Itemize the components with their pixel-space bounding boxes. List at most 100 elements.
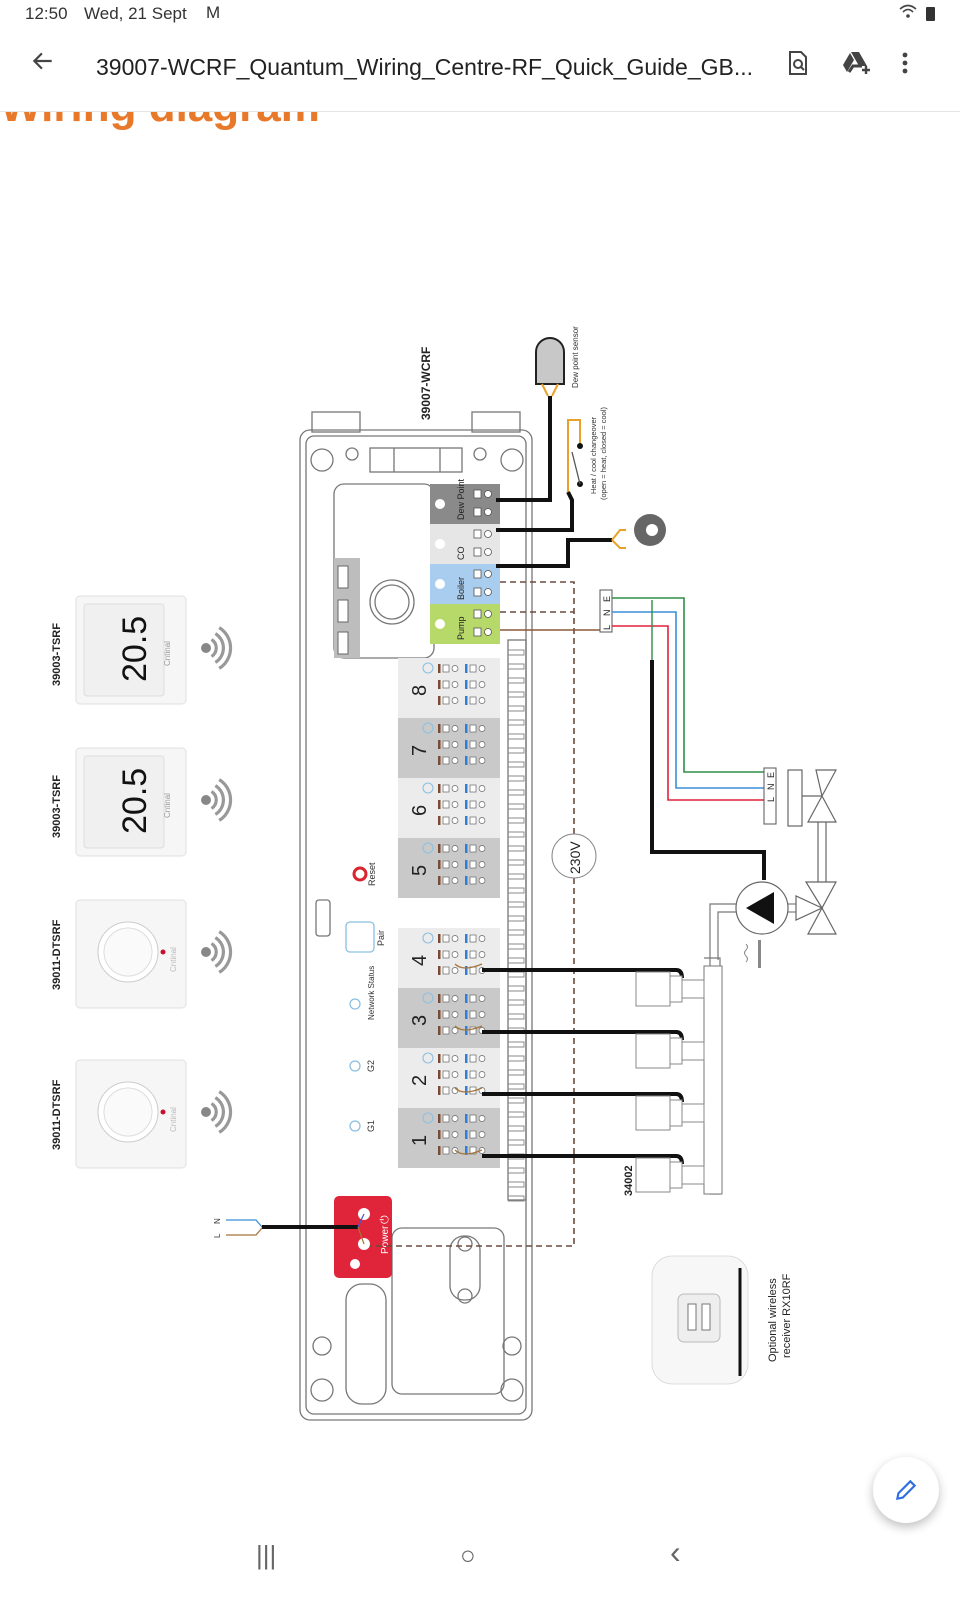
rail-tooth [508,803,525,810]
pair-button[interactable] [345,921,375,953]
aux-terminal-dew-point: Dew Point [430,478,500,524]
zone-number: 5 [409,865,431,876]
thermostat-model-label: 39011-DTSRF [51,919,63,990]
rail-tooth [508,985,525,992]
network-status-led [349,998,361,1010]
lne-connector-top [599,589,613,633]
changeover-label: Heat / cool changeover [589,416,598,494]
lne-l-label: L [602,625,612,630]
pump-symbol [735,881,796,968]
rail-tooth [508,775,525,782]
thermostat-model-label: 39003-TSRF [51,623,63,686]
fuse-holders [334,558,360,658]
dew-point-sensor-label: Dew point sensor [571,326,580,388]
voltage-badge [551,833,597,879]
rail-tooth [508,831,525,838]
back-button[interactable] [30,48,56,81]
rail-tooth [508,943,525,950]
pencil-icon [895,1479,917,1501]
valve-l-label: L [766,797,776,802]
rail-tooth [508,1167,525,1174]
nav-back-button[interactable]: ‹ [670,1534,681,1571]
rail-tooth [508,733,525,740]
home-button[interactable]: ○ [460,1540,476,1571]
rail-tooth [508,957,525,964]
rail-tooth [508,901,525,908]
document-title: 39007-WCRF_Quantum_Wiring_Centre-RF_Quic… [96,54,754,80]
system-nav-bar: ||| ○ ‹ [0,1530,960,1600]
more-options-button[interactable] [900,50,910,83]
drive-add-icon [843,52,870,74]
add-to-drive-button[interactable] [842,50,872,83]
thermostat-brand: Cntinal [169,947,178,972]
thermostat-brand: Cntinal [169,1107,178,1132]
rail-tooth [508,845,525,852]
wireless-signal-icon [201,795,211,805]
aux-terminal-label: Pump [456,616,466,640]
reset-button[interactable] [352,866,368,882]
thermostat-3: 39011-DTSRF Cntinal [51,899,233,1009]
zone-5: 5 [398,838,500,898]
g1-led [349,1120,361,1132]
unit-model-label: 39007-WCRF [419,347,433,420]
recents-button[interactable]: ||| [256,1540,276,1571]
rail-tooth [508,691,525,698]
zone-number: 4 [409,955,431,966]
edit-fab[interactable] [873,1457,939,1523]
zone-2: 2 [398,1048,500,1108]
rail-tooth [508,999,525,1006]
zone-number: 8 [409,685,431,696]
aux-terminal-label: Dew Point [456,478,466,520]
network-status-label: Network Status [367,966,376,1020]
pdf-viewer[interactable]: Wiring diagram [0,112,960,1512]
mixing-valve [787,769,838,935]
rail-tooth [508,817,525,824]
receiver-label-line2: receiver RX10RF [781,1273,793,1358]
supply-l-label: L [213,1233,222,1238]
zone-8: 8 [398,658,500,718]
manifold [703,965,723,1195]
aux-terminal-label: Boiler [456,577,466,600]
g2-led [349,1060,361,1072]
rail-tooth [508,887,525,894]
rail-tooth [508,705,525,712]
rail-tooth [508,1083,525,1090]
status-time: 12:50 [25,4,68,23]
g1-label: G1 [366,1120,376,1132]
rail-tooth [508,1139,525,1146]
actuator [454,1025,705,1069]
status-bar: 12:50 Wed, 21 Sept M [0,0,960,30]
rail-tooth [508,747,525,754]
power-terminal-block: Power ⏻ [334,1196,392,1278]
rail-tooth [508,1055,525,1062]
rail-tooth [508,971,525,978]
rail-tooth [508,663,525,670]
boiler-connection [496,514,666,568]
thermostat-model-label: 39003-TSRF [51,775,63,838]
actuators [454,963,705,1193]
thermostat-model-label: 39011-DTSRF [51,1079,63,1150]
app-bar: 39007-WCRF_Quantum_Wiring_Centre-RF_Quic… [0,30,960,112]
search-in-document-button[interactable] [786,50,810,83]
supply-n-label: N [213,1218,222,1224]
rail-tooth [508,677,525,684]
lne-n-label: N [602,610,612,617]
zone-1: 1 [398,1108,500,1168]
rail-tooth [508,1069,525,1076]
thermostat-4: 39011-DTSRF Cntinal [51,1059,233,1169]
gmail-icon: M [206,3,221,22]
zone-number: 6 [409,805,431,816]
heat-cool-changeover: Heat / cool changeover (open = heat, clo… [496,407,608,532]
rail-tooth [508,649,525,656]
doc-search-icon [789,51,807,75]
wireless-signal-icon [201,1107,211,1117]
dew-point-sensor: Dew point sensor [496,326,580,502]
wireless-signal-icon [201,643,211,653]
lne-connector-valve [763,767,777,825]
wireless-signal-icon [201,947,211,957]
terminal-rail [508,649,525,1202]
